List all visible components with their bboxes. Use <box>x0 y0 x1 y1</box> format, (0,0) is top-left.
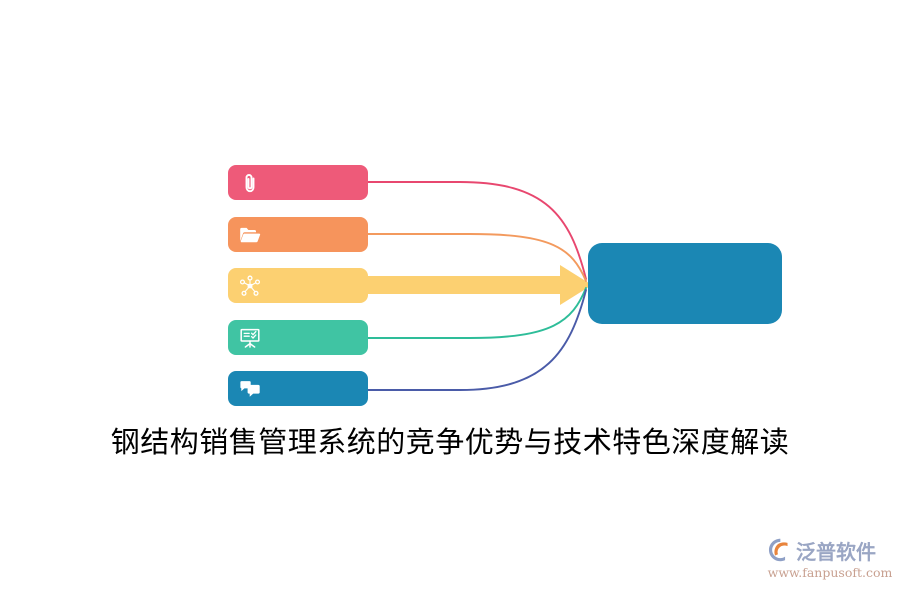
source-item-2[interactable] <box>228 268 368 303</box>
source-item-3[interactable] <box>228 320 368 355</box>
watermark-brand-text: 泛普软件 <box>796 539 876 564</box>
connector-curve-pink <box>367 181 587 280</box>
connector-lines <box>360 181 592 391</box>
watermark-url-text: www.fanpusoft.com <box>767 565 893 580</box>
connector-curve-orange <box>367 233 587 282</box>
open-folder-icon <box>240 227 261 242</box>
watermark: 泛普软件 www.fanpusoft.com <box>766 534 894 586</box>
presentation-board-icon <box>240 328 260 348</box>
connector-curve-teal <box>367 287 587 339</box>
page-title: 钢结构销售管理系统的竞争优势与技术特色深度解读 <box>110 425 790 459</box>
connector-curve-navy <box>367 289 587 391</box>
paperclip-icon <box>245 173 255 192</box>
network-hub-icon <box>239 275 261 296</box>
chat-bubbles-icon <box>240 380 260 397</box>
source-item-4[interactable] <box>228 371 368 406</box>
source-item-0[interactable] <box>228 165 368 200</box>
connector-arrow-yellow <box>360 265 592 305</box>
hub-node[interactable] <box>588 243 782 324</box>
fanpusoft-logo-icon <box>768 538 788 562</box>
watermark-brand-row: 泛普软件 <box>766 534 894 566</box>
source-item-1[interactable] <box>228 217 368 252</box>
